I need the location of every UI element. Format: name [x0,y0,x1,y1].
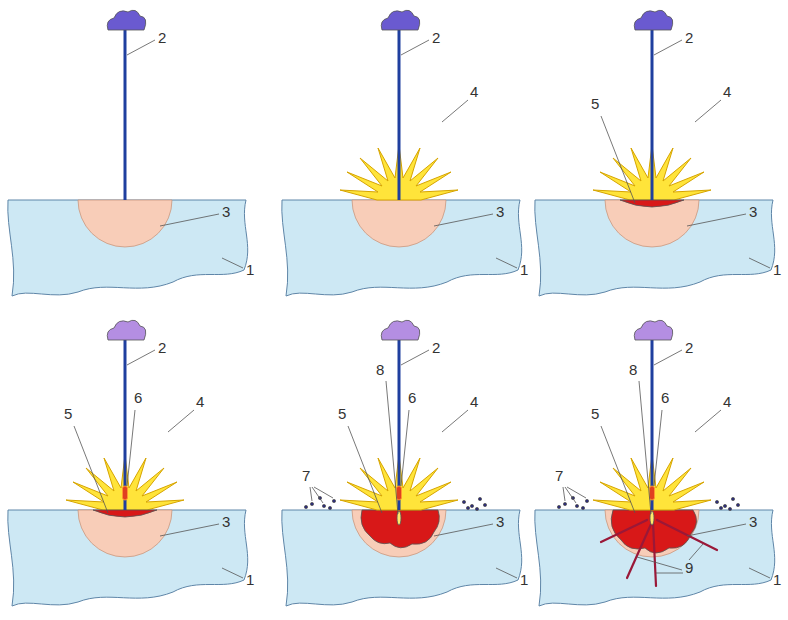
callout-number: 1 [773,572,781,587]
stage-panel [8,320,248,606]
callout-number: 1 [520,572,528,587]
callout-number: 6 [661,390,669,405]
callout-number: 1 [246,572,254,587]
callout-number: 3 [496,514,504,529]
callout-number: 7 [302,468,310,483]
stage-panel [282,10,522,296]
callout-number: 3 [222,514,230,529]
callout-number: 3 [749,514,757,529]
callout-number: 4 [470,394,478,409]
callout-number: 3 [496,204,504,219]
stage-panel [535,10,775,296]
callout-number: 2 [685,30,693,45]
callout-number: 1 [520,262,528,277]
callout-number: 7 [555,468,563,483]
callout-number: 3 [222,204,230,219]
stage-panel [282,320,522,606]
callout-number: 4 [723,394,731,409]
callout-number: 2 [158,30,166,45]
callout-number: 5 [338,406,346,421]
callout-number: 5 [591,406,599,421]
stage-panel [535,320,775,606]
callout-number: 6 [408,390,416,405]
callout-number: 1 [246,262,254,277]
callout-number: 5 [64,406,72,421]
callout-number: 2 [158,340,166,355]
callout-number: 4 [196,394,204,409]
callout-number: 4 [470,84,478,99]
callout-number: 2 [432,30,440,45]
callout-number: 8 [629,362,637,377]
stage-panel [8,10,248,296]
callout-number: 6 [134,390,142,405]
callout-number: 1 [773,262,781,277]
callout-number: 4 [723,84,731,99]
callout-number: 8 [376,362,384,377]
callout-number: 3 [749,204,757,219]
callout-number: 2 [432,340,440,355]
callout-number: 5 [591,96,599,111]
callout-number: 2 [685,340,693,355]
callout-number: 9 [685,560,693,575]
